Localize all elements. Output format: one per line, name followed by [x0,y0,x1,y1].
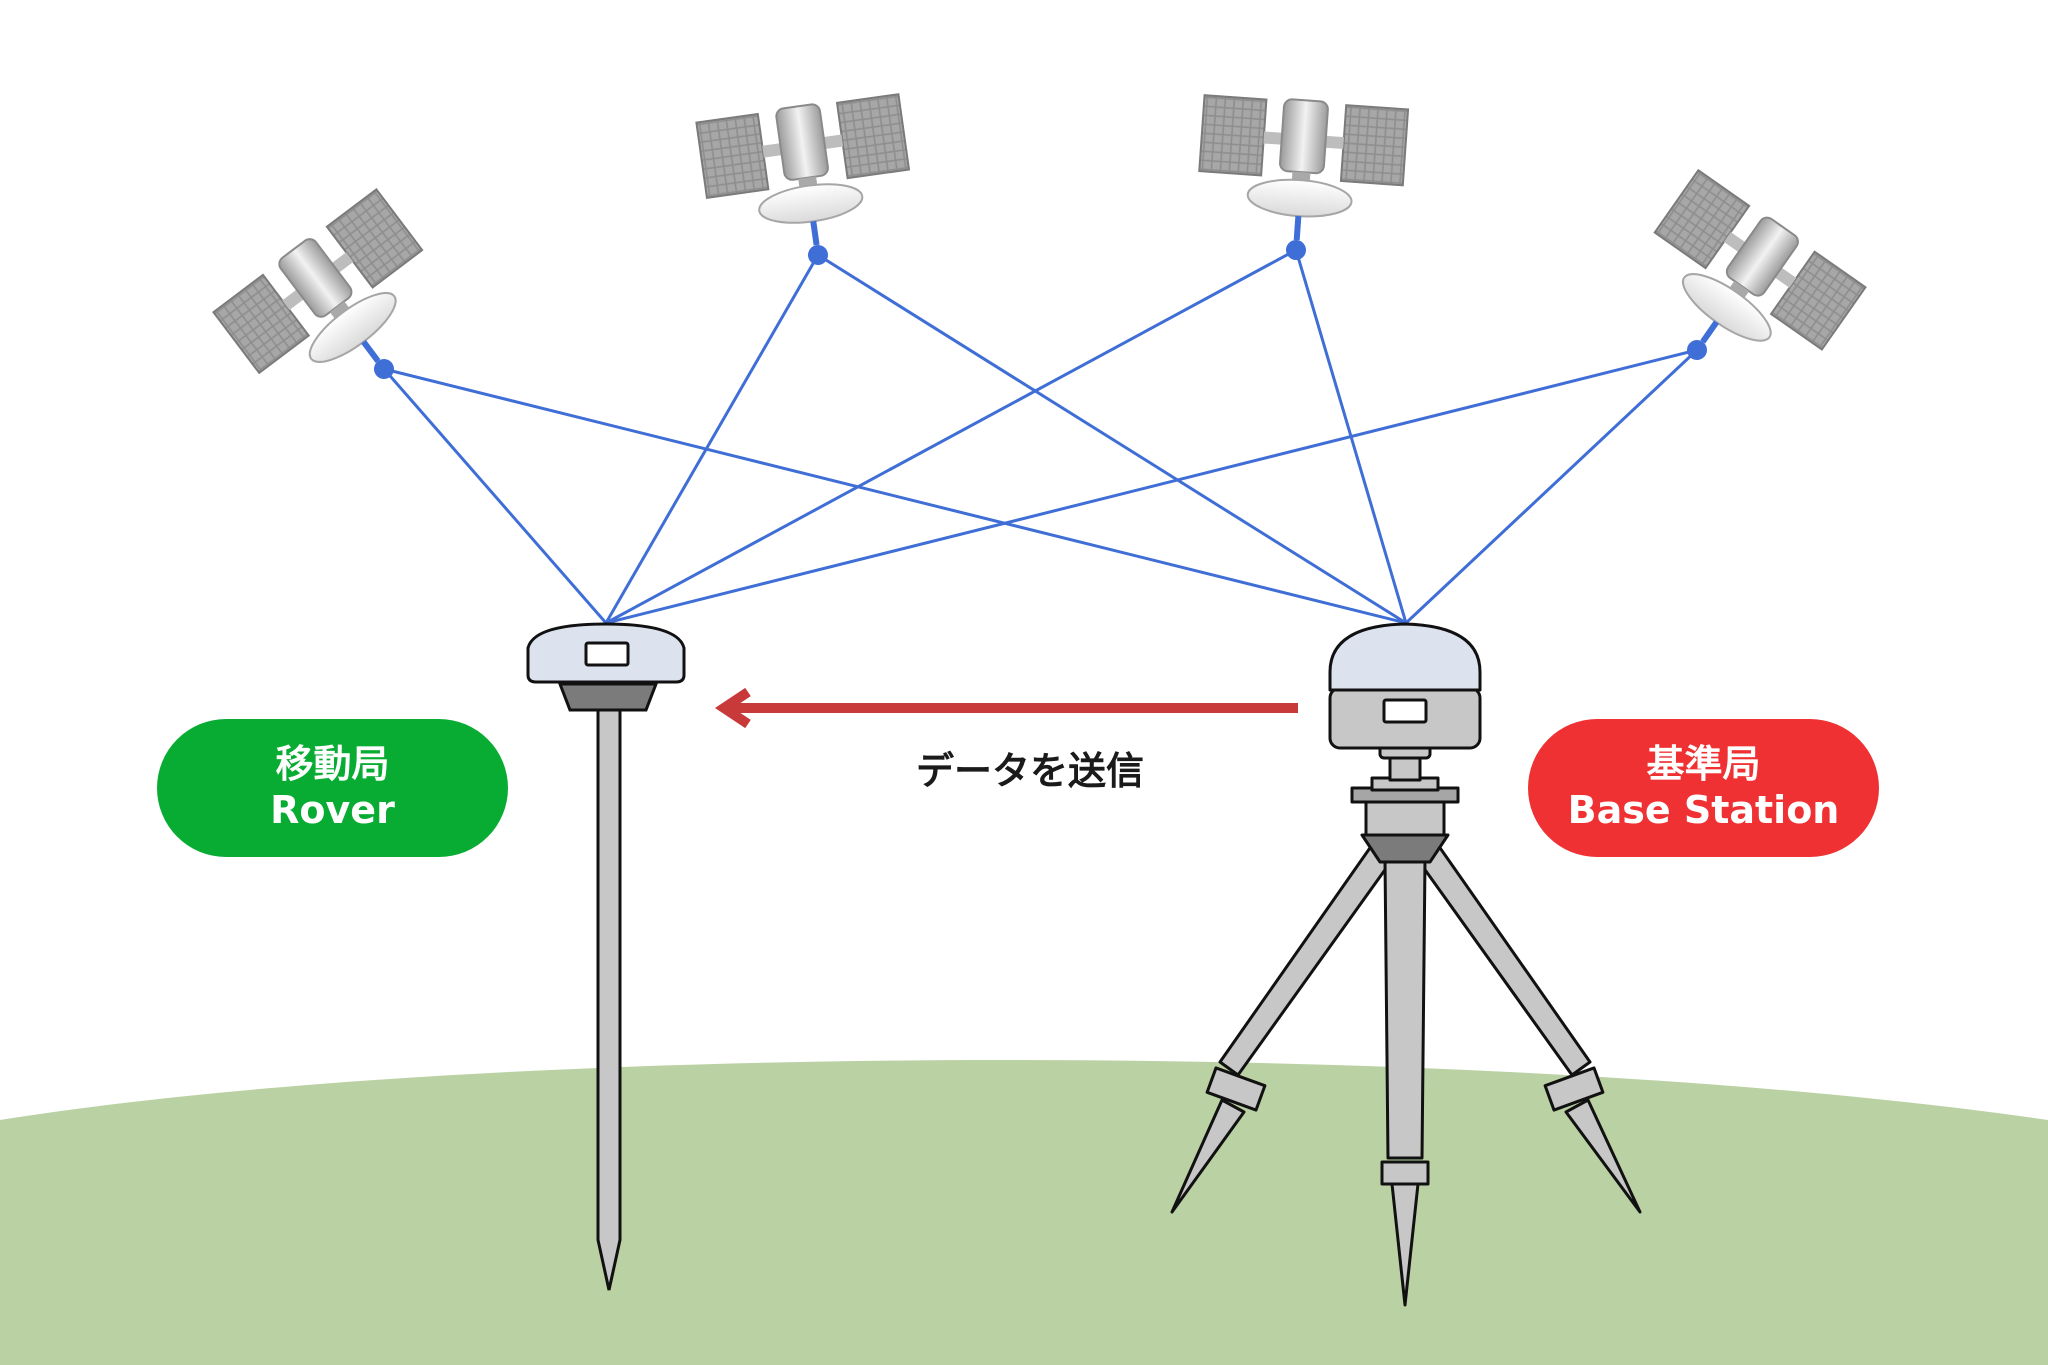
satellite-icon [212,188,471,439]
base-antenna [1328,622,1482,692]
satellite-icon [1194,93,1409,267]
satellite-icon [696,92,920,279]
signal-line [817,253,1407,625]
rover-label-en: Rover [270,788,395,832]
base-label-en: Base Station [1567,788,1840,832]
tripod-leg-right [1416,843,1592,1077]
rover-pole [596,704,622,1291]
base-label-ja: 基準局 [1646,742,1761,787]
satellite-1 [212,188,471,439]
transmission-arrow [714,687,1298,729]
rover-label-ja: 移動局 [275,742,390,787]
satellite-icon [1608,169,1867,417]
signal-lines [382,248,1699,625]
satellite-2 [696,92,920,279]
tripod-leg-center [1383,858,1427,1160]
satellite-3 [1194,93,1409,267]
signal-line [382,368,608,624]
base-station-label: 基準局 Base Station [1528,719,1879,857]
tripod-leg-left [1218,843,1394,1077]
signal-line [1404,348,1699,625]
transmission-label: データを送信 [915,749,1144,793]
signal-line [604,254,820,624]
signal-line [605,248,1297,625]
base-station-tripod [1170,622,1642,1307]
rover-receiver [526,622,686,1291]
ground [0,1060,2048,1365]
signal-line [605,348,1698,625]
satellite-4 [1608,169,1867,417]
rover-label: 移動局 Rover [157,719,508,857]
signal-line [383,367,1407,625]
